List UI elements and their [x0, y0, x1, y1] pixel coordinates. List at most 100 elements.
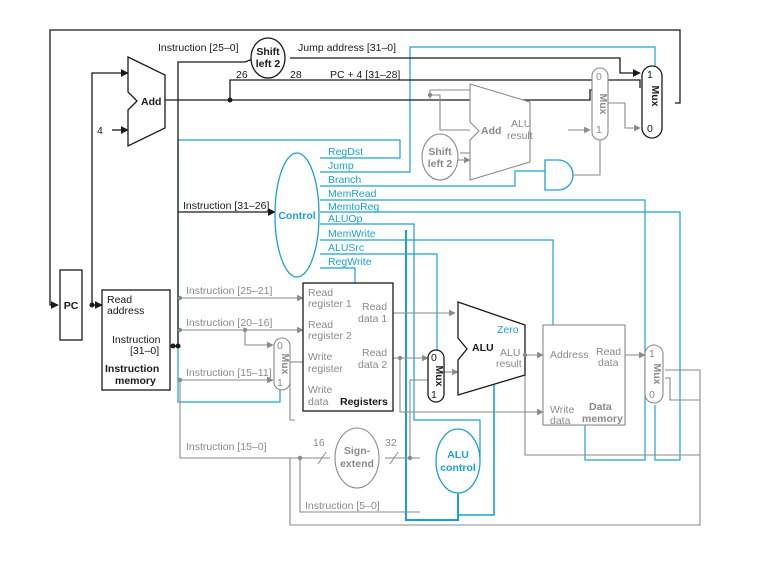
alusrc-mux-label: Mux	[433, 366, 445, 387]
wire-junctions	[89, 92, 528, 461]
bits-26-label: 26	[236, 69, 248, 81]
branch-mux	[591, 67, 609, 141]
write-data-a: Write	[308, 384, 332, 396]
shift-left-2-jump-label-b: left 2	[256, 58, 281, 70]
alusrc-mux-1: 1	[431, 389, 437, 401]
constant-4-label: 4	[97, 125, 103, 137]
shift-left-2-branch	[421, 133, 459, 181]
branch-mux-1: 1	[596, 124, 602, 136]
instruction-15-0-label: Instruction [15–0]	[186, 441, 267, 453]
pc-plus4-label: PC + 4 [31–28]	[330, 69, 400, 81]
write-data-b: data	[308, 396, 329, 408]
im-instruction-b: [31–0]	[130, 345, 159, 357]
write-register-a: Write	[308, 351, 332, 363]
write-register-b: register	[308, 363, 344, 375]
bits-28-label: 28	[290, 69, 302, 81]
read-address-a: Read	[107, 294, 132, 306]
dm-read-data-a: Read	[596, 346, 621, 358]
read-address-b: address	[107, 305, 144, 317]
instruction-memory-b: memory	[115, 375, 156, 387]
alu-label: ALU	[472, 342, 494, 354]
sign-extend-b: extend	[340, 458, 374, 470]
pc-adder	[127, 55, 166, 148]
sign-extend	[334, 427, 380, 489]
instruction-20-16-label: Instruction [20–16]	[186, 317, 272, 329]
signal-memread: MemRead	[328, 188, 377, 200]
memtoreg-mux	[644, 344, 664, 404]
signal-aluop: ALUOp	[328, 213, 363, 225]
alu-zero-label: Zero	[497, 324, 519, 336]
branch-adder-label: Add	[481, 125, 501, 137]
control-unit	[274, 152, 320, 278]
alu-result-b: result	[496, 358, 522, 370]
dm-write-data-a: Write	[550, 404, 574, 416]
alusrc-mux	[427, 349, 445, 403]
data-memory	[542, 324, 626, 426]
pc-adder-label: Add	[141, 96, 161, 108]
branch-adder	[469, 83, 531, 181]
regdst-mux-1: 1	[277, 377, 283, 389]
bits-32-label: 32	[385, 437, 397, 449]
memtoreg-mux-0: 0	[649, 389, 655, 401]
branch-mux-label: Mux	[597, 94, 609, 115]
read-register-2-a: Read	[308, 319, 333, 331]
read-data-1-a: Read	[362, 301, 387, 313]
data-memory-a: Data	[589, 401, 612, 413]
control-unit-label: Control	[278, 210, 315, 222]
instruction-5-0-label: Instruction [5–0]	[305, 500, 380, 512]
signal-jump: Jump	[328, 160, 354, 172]
read-register-1-a: Read	[308, 287, 333, 299]
dm-read-data-b: data	[598, 357, 619, 369]
read-data-1-b: data 1	[358, 313, 387, 325]
regdst-mux	[273, 337, 291, 391]
branch-mux-0: 0	[596, 71, 602, 83]
regdst-mux-0: 0	[277, 340, 283, 352]
instruction-25-21-label: Instruction [25–21]	[186, 285, 272, 297]
active-datapath-wires	[49, 29, 681, 347]
control-signal-wires	[177, 46, 681, 521]
branch-and-gate	[544, 159, 574, 191]
signal-branch: Branch	[328, 174, 361, 186]
alu-control	[435, 428, 481, 494]
jump-mux-0: 0	[647, 123, 653, 135]
signal-regwrite: RegWrite	[328, 256, 372, 268]
shift-left-2-jump	[250, 37, 286, 79]
alu-control-b: control	[440, 462, 476, 474]
dm-address-label: Address	[550, 349, 589, 361]
register-file	[302, 282, 394, 412]
instruction-31-26-label: Instruction [31–26]	[183, 200, 269, 212]
memtoreg-mux-1: 1	[649, 348, 655, 360]
signal-memwrite: MemWrite	[328, 228, 376, 240]
jump-mux-1: 1	[647, 69, 653, 81]
read-register-2-b: register 2	[308, 330, 352, 342]
regdst-mux-label: Mux	[279, 354, 291, 375]
program-counter	[59, 269, 83, 341]
im-instruction-a: Instruction	[112, 334, 161, 346]
bus-slash-16	[317, 451, 327, 465]
sign-extend-a: Sign-	[344, 445, 371, 457]
data-memory-b: memory	[582, 413, 623, 425]
registers-label: Registers	[340, 396, 388, 408]
instruction-memory	[101, 289, 171, 391]
memtoreg-mux-label: Mux	[651, 364, 663, 385]
signal-alusrc: ALUSrc	[328, 242, 364, 254]
branch-adder-result-a: ALU	[511, 118, 531, 130]
bus-slash-32	[389, 451, 399, 465]
read-register-1-b: register 1	[308, 298, 352, 310]
signal-memtoreg: MemtoReg	[328, 201, 380, 213]
shift-left-2-branch-b: left 2	[428, 158, 453, 170]
shift-left-2-branch-a: Shift	[428, 146, 452, 158]
shift-left-2-jump-label-a: Shift	[256, 46, 280, 58]
bits-16-label: 16	[313, 437, 325, 449]
instruction-15-11-label: Instruction [15–11]	[186, 367, 272, 379]
alusrc-mux-0: 0	[431, 352, 437, 364]
jump-address-label: Jump address [31–0]	[298, 42, 396, 54]
read-data-2-a: Read	[362, 347, 387, 359]
alu-control-a: ALU	[447, 449, 469, 461]
inactive-datapath-wires	[179, 89, 701, 526]
alu	[457, 301, 526, 396]
instruction-25-0-label: Instruction [25–0]	[158, 42, 239, 54]
alu-result-a: ALU	[500, 347, 520, 359]
signal-regdst: RegDst	[328, 146, 363, 158]
